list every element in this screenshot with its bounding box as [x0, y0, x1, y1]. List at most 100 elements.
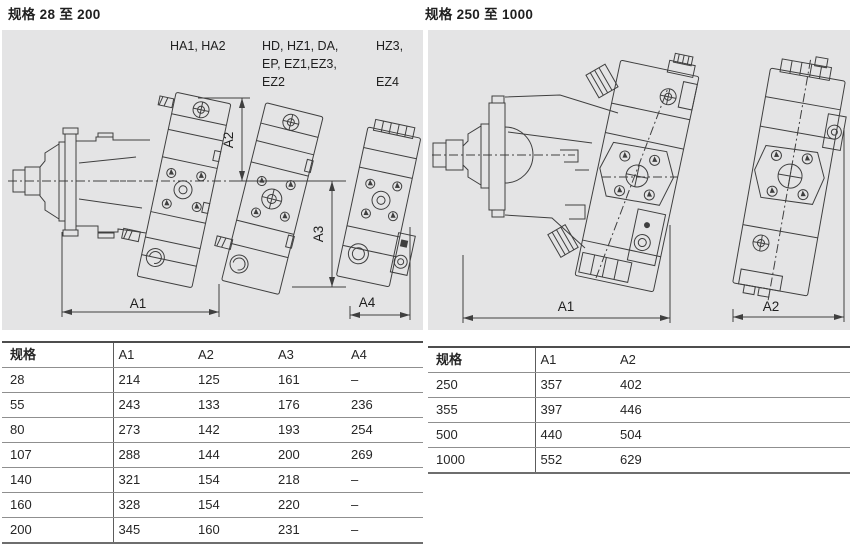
variant-group2-label-line2: EP, EZ1,EZ3, [262, 57, 337, 71]
dim-a2 [732, 128, 845, 322]
panel-background [2, 30, 423, 330]
dimension-cell: 193 [273, 417, 346, 443]
dimension-cell: 231 [273, 517, 346, 544]
size-cell: 55 [2, 392, 114, 418]
dimension-cell: 236 [346, 392, 423, 418]
dimension-cell: – [346, 467, 423, 493]
dimension-cell: 133 [193, 392, 273, 418]
column-header: A3 [273, 342, 346, 368]
right-diagram-panel: A1 [428, 30, 850, 330]
dim-label-a1: A1 [558, 299, 575, 314]
control-block-variant-c-drawing [336, 118, 421, 320]
column-header: A1 [535, 347, 615, 373]
column-header: 规格 [2, 342, 114, 368]
variant-group3-label-line2: EZ4 [376, 75, 399, 89]
right-section-title: 规格 250 至 1000 [425, 7, 534, 22]
control-block [121, 92, 232, 288]
dim-label-a3: A3 [311, 226, 326, 243]
size-cell: 160 [2, 492, 114, 518]
dim-label-a2: A2 [221, 132, 236, 149]
size-cell: 200 [2, 517, 114, 544]
dimension-cell: 125 [193, 367, 273, 393]
dimension-cell: 345 [113, 517, 193, 544]
dimension-cell: 273 [113, 417, 193, 443]
dimension-cell: 154 [193, 467, 273, 493]
dimension-cell: 402 [615, 372, 850, 398]
variant-group1-label: HA1, HA2 [170, 39, 226, 53]
dimension-cell: 446 [615, 397, 850, 423]
dimension-cell: 288 [113, 442, 193, 468]
dimension-cell: – [346, 517, 423, 544]
dim-a4 [349, 227, 411, 320]
variant-labels: HA1, HA2 HD, HZ1, DA, EP, EZ1,EZ3, EZ2 H… [170, 39, 403, 89]
dimension-cell: 321 [113, 467, 193, 493]
dimension-cell: 357 [535, 372, 615, 398]
dimension-cell: 160 [193, 517, 273, 544]
control-block-rear-view-drawing [732, 56, 847, 322]
left-section-title: 规格 28 至 200 [8, 7, 101, 22]
size-cell: 250 [428, 372, 536, 398]
dim-label-a4: A4 [359, 295, 376, 310]
column-header: A4 [346, 342, 423, 368]
variant-group2-label-line1: HD, HZ1, DA, [262, 39, 338, 53]
dimension-cell: – [346, 367, 423, 393]
dim-label-a1: A1 [130, 296, 147, 311]
dimension-cell: 176 [273, 392, 346, 418]
left-diagram-panel: HA1, HA2 HD, HZ1, DA, EP, EZ1,EZ3, EZ2 H… [2, 30, 423, 330]
dim-a1 [462, 225, 671, 323]
dim-a3 [292, 181, 346, 288]
dimension-cell: 144 [193, 442, 273, 468]
dimension-cell: 397 [535, 397, 615, 423]
panel-background [428, 30, 850, 330]
dimension-cell: 629 [615, 447, 850, 474]
dimension-cell: 440 [535, 422, 615, 448]
variant-group2-label-line3: EZ2 [262, 75, 285, 89]
arrow-right [209, 309, 219, 315]
column-header: A2 [193, 342, 273, 368]
dimension-cell: 154 [193, 492, 273, 518]
size-cell: 1000 [428, 447, 536, 474]
dimension-cell: 254 [346, 417, 423, 443]
dimension-cell: 214 [113, 367, 193, 393]
size-cell: 80 [2, 417, 114, 443]
control-block-large [574, 52, 700, 293]
dimension-cell: 161 [273, 367, 346, 393]
column-header: A2 [615, 347, 850, 373]
dimension-cell: 243 [113, 392, 193, 418]
variant-group3-label-line1: HZ3, [376, 39, 403, 53]
size-cell: 107 [2, 442, 114, 468]
column-header: A1 [113, 342, 193, 368]
dimension-cell: 269 [346, 442, 423, 468]
dimension-cell: 200 [273, 442, 346, 468]
dimension-cell: – [346, 492, 423, 518]
dimension-cell: 142 [193, 417, 273, 443]
column-header: 规格 [428, 347, 536, 373]
dimension-cell: 552 [535, 447, 615, 474]
dim-a1 [61, 232, 220, 317]
dimension-cell: 220 [273, 492, 346, 518]
pump-side-view-drawing-large [432, 52, 700, 323]
dimension-cell: 218 [273, 467, 346, 493]
size-cell: 140 [2, 467, 114, 493]
dimension-cell: 504 [615, 422, 850, 448]
size-cell: 28 [2, 367, 114, 393]
control-block-variant-b-drawing [214, 102, 346, 295]
dimension-cell: 328 [113, 492, 193, 518]
arrow-left [62, 309, 72, 315]
